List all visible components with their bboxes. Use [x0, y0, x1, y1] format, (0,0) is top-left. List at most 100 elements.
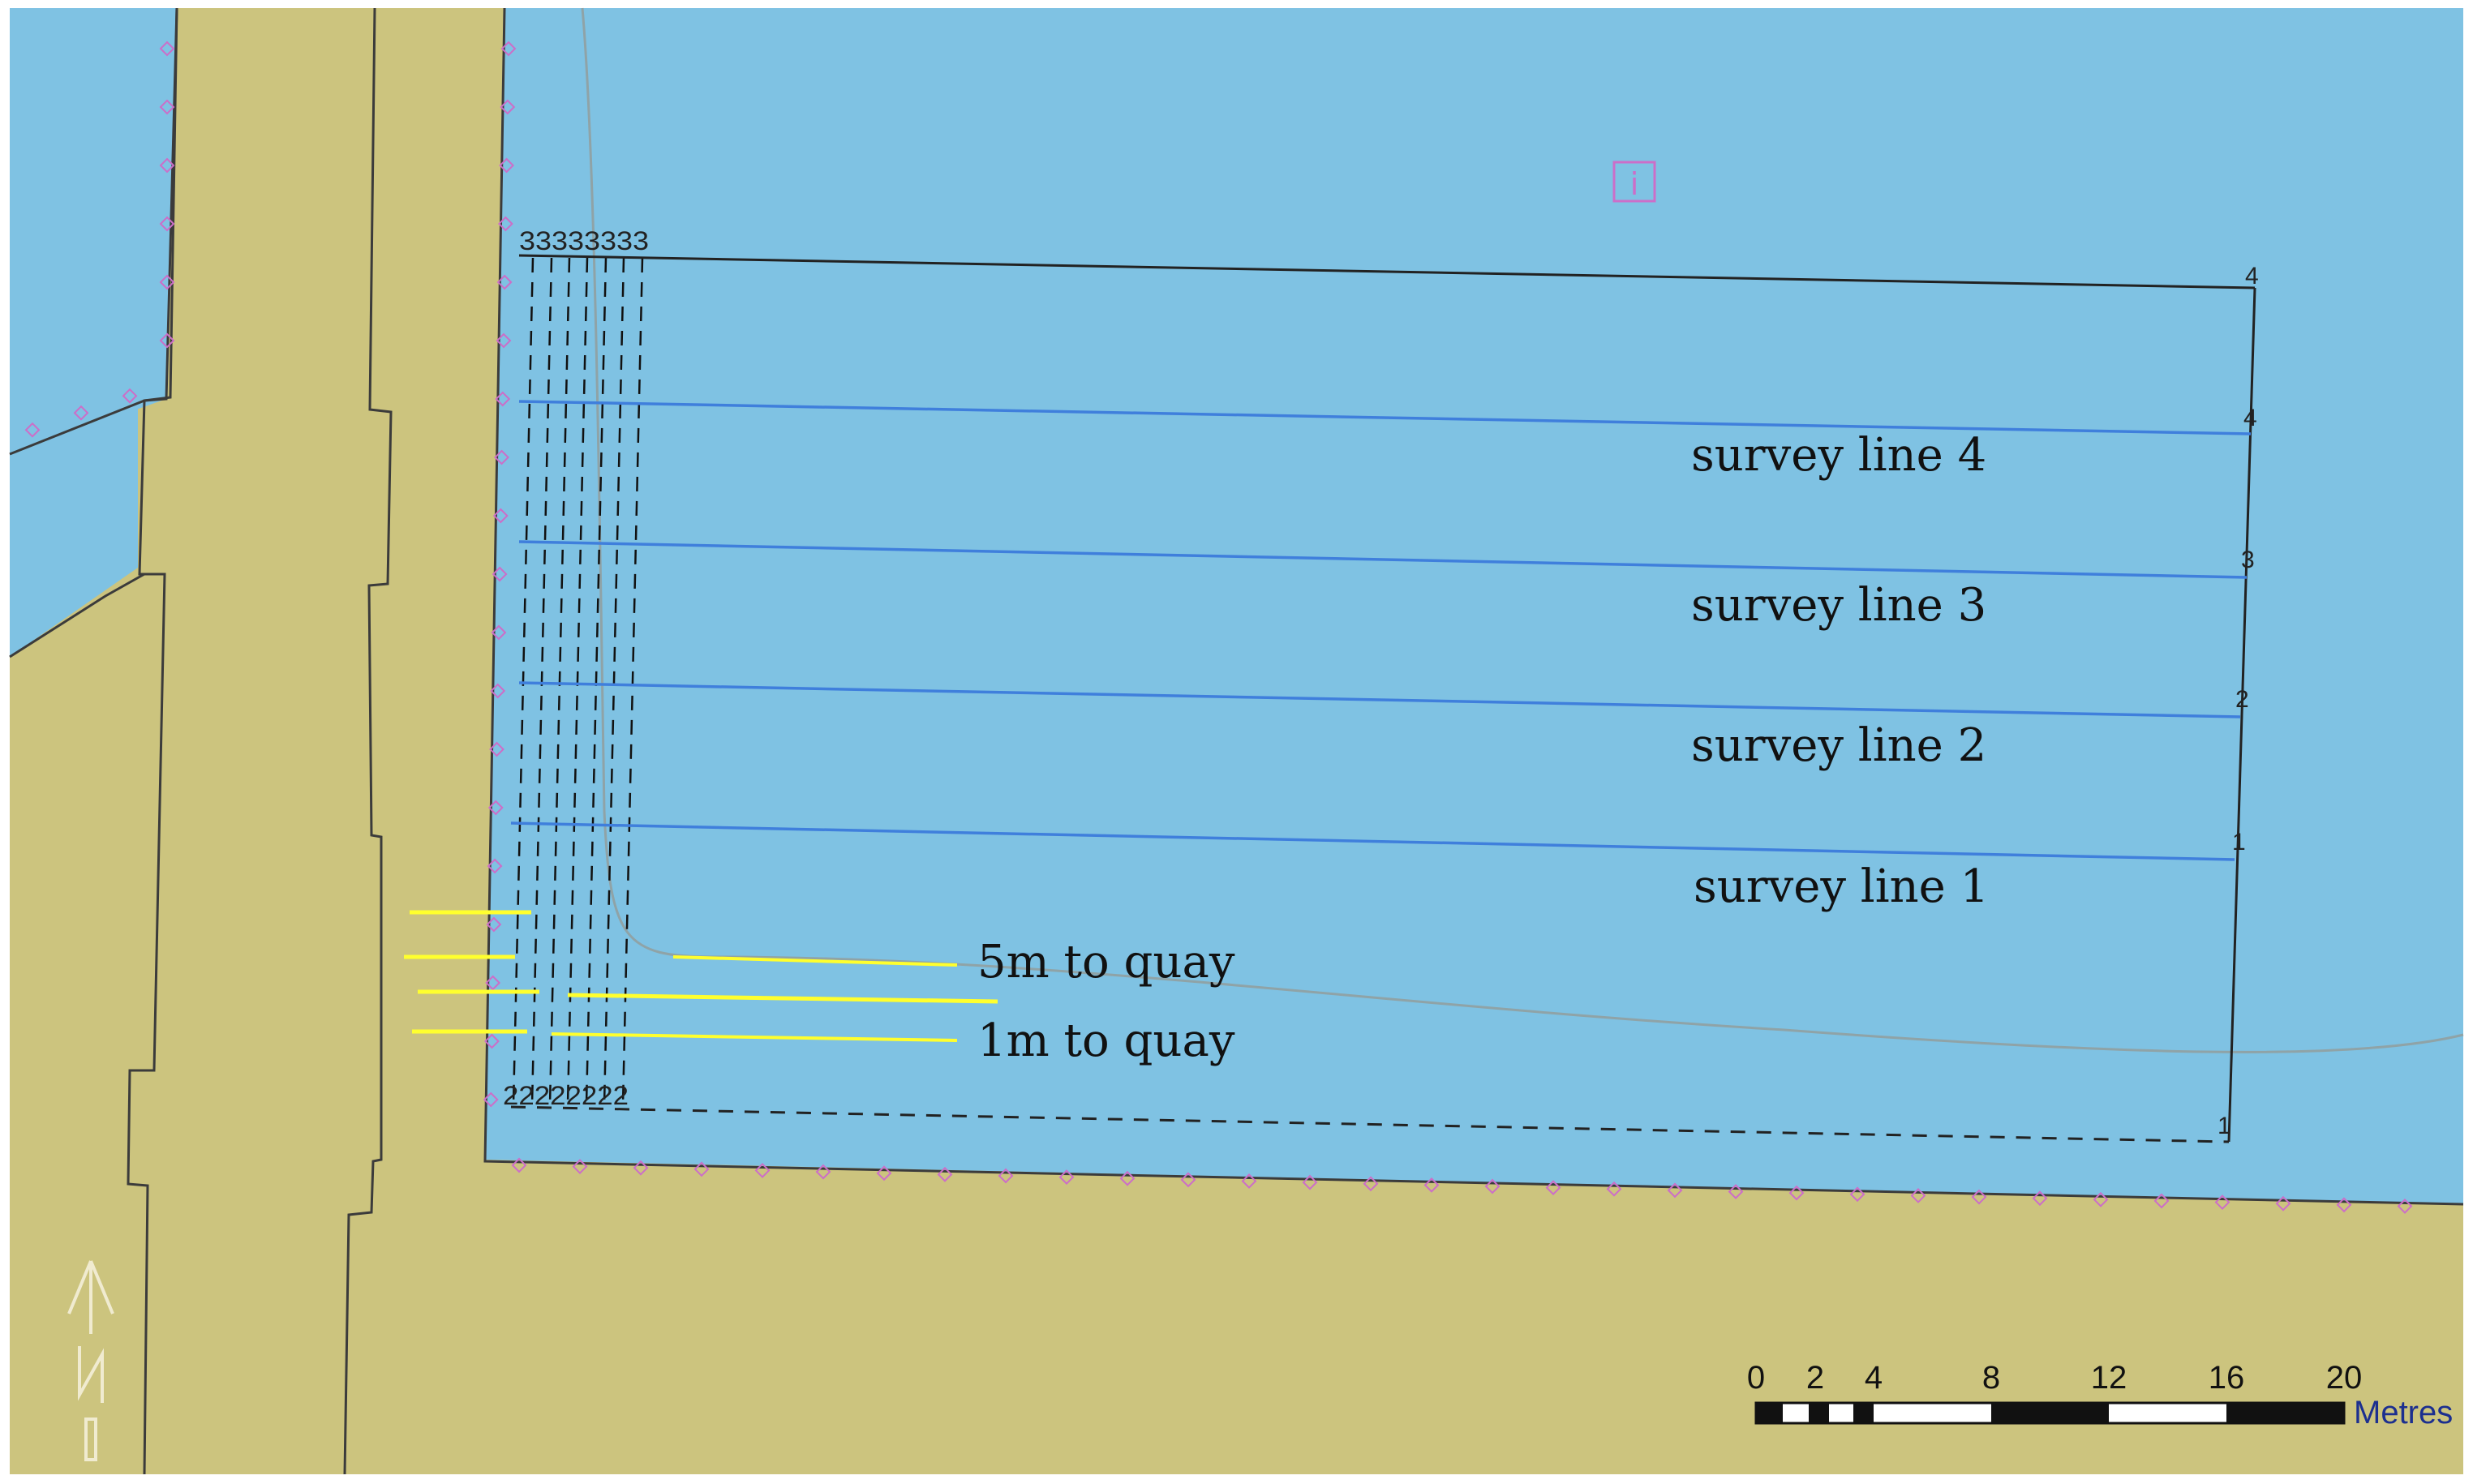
boundary-symbol	[484, 1033, 500, 1049]
boundary-symbol	[2336, 1197, 2352, 1213]
scale-segment-0	[1756, 1403, 1783, 1423]
scale-tick-16: 16	[2209, 1360, 2245, 1396]
boundary-symbol	[1971, 1189, 1987, 1205]
boundary-symbol	[159, 99, 175, 115]
scale-tick-4: 4	[1865, 1360, 1883, 1396]
boundary-symbol	[2214, 1194, 2230, 1210]
boundary-symbol	[998, 1168, 1014, 1184]
boundary-symbol	[2093, 1191, 2109, 1207]
survey-line-3-end-number: 3	[2241, 547, 2255, 573]
boundary-symbol	[876, 1165, 892, 1182]
boundary-symbol	[483, 1092, 499, 1108]
five-metres-to-quay-label: 5m to quay	[977, 936, 1235, 989]
land-outlines	[9, 7, 2464, 1475]
boundary-symbol	[496, 332, 512, 349]
top-right-corner-number: 4	[2245, 263, 2259, 290]
boundary-symbol	[1849, 1186, 1865, 1203]
boundary-symbol	[487, 800, 504, 816]
survey-line-1-label: survey line 1	[1694, 860, 1989, 913]
info-symbol-letter: i	[1630, 166, 1639, 202]
scale-segment-1	[1809, 1403, 1829, 1423]
boundary-symbol	[633, 1160, 649, 1176]
survey-line-2-end-number: 2	[2235, 686, 2249, 713]
boundary-symbol	[1180, 1172, 1196, 1188]
quay-leader-long	[567, 993, 998, 1004]
boundary-symbol	[159, 41, 175, 57]
scale-segment-2	[1853, 1403, 1874, 1423]
boundary-symbol	[1788, 1185, 1805, 1201]
boundary-symbol	[490, 683, 506, 699]
survey-area-right-edge	[2227, 287, 2256, 1143]
boundary-symbol	[693, 1161, 710, 1177]
boundary-symbol	[497, 216, 513, 232]
boundary-symbols	[24, 41, 2413, 1214]
scale-segment-4	[2226, 1403, 2344, 1423]
quay-leader-1m	[551, 1032, 958, 1042]
boundary-symbol	[1363, 1176, 1379, 1192]
boundary-symbol	[2032, 1190, 2048, 1207]
boundary-symbol	[2153, 1193, 2170, 1209]
boundary-symbol	[494, 449, 509, 465]
boundary-symbol	[491, 624, 507, 641]
land-area	[10, 8, 2463, 1474]
survey-area-top-edge	[518, 254, 2256, 290]
boundary-symbol	[159, 332, 175, 349]
boundary-symbol	[815, 1164, 831, 1180]
boundary-symbol	[2275, 1195, 2291, 1212]
quay-leader-5m	[672, 955, 958, 967]
boundary-symbol	[487, 858, 503, 874]
boundary-symbol	[159, 274, 175, 290]
survey-area-bottom-edge	[510, 1105, 2230, 1143]
survey-line-1-path	[510, 821, 2235, 861]
boundary-symbol	[499, 157, 514, 174]
boundary-symbol	[1423, 1177, 1440, 1193]
boundary-symbol	[159, 157, 175, 174]
hatch-line	[566, 257, 589, 1105]
hatch-line	[530, 257, 553, 1105]
boundary-symbol	[1910, 1187, 1926, 1203]
boundary-symbol	[1545, 1180, 1561, 1196]
survey-line-3-label: survey line 3	[1691, 579, 1986, 632]
boundary-symbol	[489, 741, 504, 757]
boundary-symbol	[1241, 1173, 1257, 1189]
hatch-line	[621, 257, 644, 1105]
scale-bar: 0 2 4 8 12 16 20 Metres	[1747, 1360, 2453, 1430]
hatch-line	[512, 257, 535, 1105]
boundary-symbol	[1484, 1178, 1501, 1194]
boundary-symbol	[122, 388, 138, 404]
boundary-symbol	[754, 1163, 771, 1178]
hatched-survey-zone	[512, 257, 644, 1105]
hatch-line	[548, 257, 571, 1105]
boundary-symbol	[496, 274, 513, 290]
scale-tick-8: 8	[1982, 1360, 2000, 1396]
survey-lines	[510, 400, 2252, 861]
boundary-symbol	[1728, 1184, 1744, 1199]
boundary-symbol	[495, 391, 511, 407]
boundary-symbol	[486, 916, 502, 933]
north-arrow-icon	[67, 1260, 114, 1461]
boundary-symbol	[159, 216, 175, 232]
boundary-symbol	[1606, 1181, 1622, 1197]
boundary-symbol	[500, 41, 517, 57]
hatch-line	[603, 257, 625, 1105]
scale-segment-3	[1991, 1403, 2109, 1423]
survey-line-4-label: survey line 4	[1691, 429, 1986, 482]
bottom-right-corner-number: 1	[2218, 1113, 2231, 1139]
survey-line-3-path	[518, 540, 2248, 579]
boundary-symbol	[1119, 1170, 1136, 1186]
scale-tick-20: 20	[2326, 1360, 2363, 1396]
quay-markers	[404, 910, 998, 1042]
depth-contour	[581, 7, 2464, 1053]
boundary-symbol	[73, 405, 89, 421]
boundary-symbol	[1058, 1169, 1075, 1185]
water-inlet	[10, 8, 177, 454]
boundary-symbol	[937, 1166, 953, 1182]
scale-tick-0: 0	[1747, 1360, 1765, 1396]
scale-tick-12: 12	[2091, 1360, 2127, 1396]
survey-line-4-path	[518, 400, 2252, 435]
boundary-symbol	[500, 99, 516, 115]
boundary-symbol	[511, 1157, 527, 1173]
hatch-line	[585, 257, 608, 1105]
boundary-symbol	[1302, 1174, 1318, 1190]
